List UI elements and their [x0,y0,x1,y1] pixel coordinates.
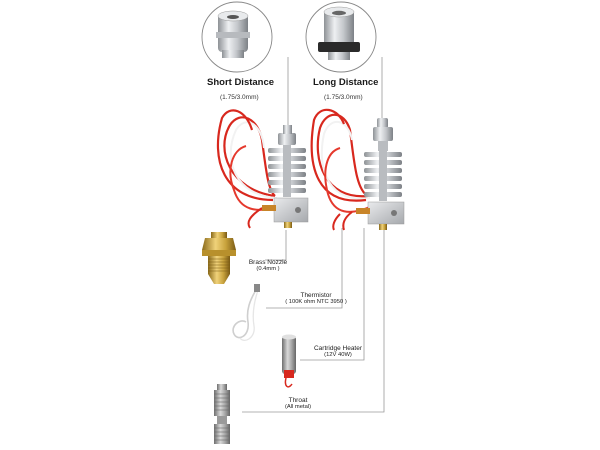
brass-nozzle-label: Brass Nozzle (0.4mm ) [238,259,298,272]
brass-nozzle-image [202,232,236,284]
part-name: Thermistor [300,292,332,299]
part-spec: (12V 40W) [324,352,352,358]
throat-label: Throat (All metal) [270,397,326,410]
short-distance-size: (1.75/3.0mm) [220,94,259,101]
cartridge-heater-image [282,334,296,388]
throat-image [214,384,230,444]
short-distance-heatsink [262,125,309,228]
long-distance-connector-detail [305,1,377,73]
long-distance-title: Long Distance [313,77,379,88]
short-distance-title: Short Distance [207,77,275,88]
long-distance-heatsink [356,118,405,230]
part-spec: (0.4mm ) [256,266,280,272]
cartridge-heater-label: Cartridge Heater (12V 40W) [303,345,373,358]
leader-lines [242,57,385,413]
long-distance-size: (1.75/3.0mm) [324,94,363,101]
part-name: Cartridge Heater [313,345,363,352]
thermistor-image [232,284,260,341]
thermistor-label: Thermistor ( 100K ohm NTC 3950 ) [266,292,366,305]
short-distance-wires [216,109,281,229]
part-name: Brass Nozzle [248,259,288,266]
part-spec: ( 100K ohm NTC 3950 ) [285,299,347,305]
long-distance-wires [310,108,373,231]
short-distance-connector-detail [201,1,273,73]
part-spec: (All metal) [284,404,312,410]
part-name: Throat [288,397,308,404]
